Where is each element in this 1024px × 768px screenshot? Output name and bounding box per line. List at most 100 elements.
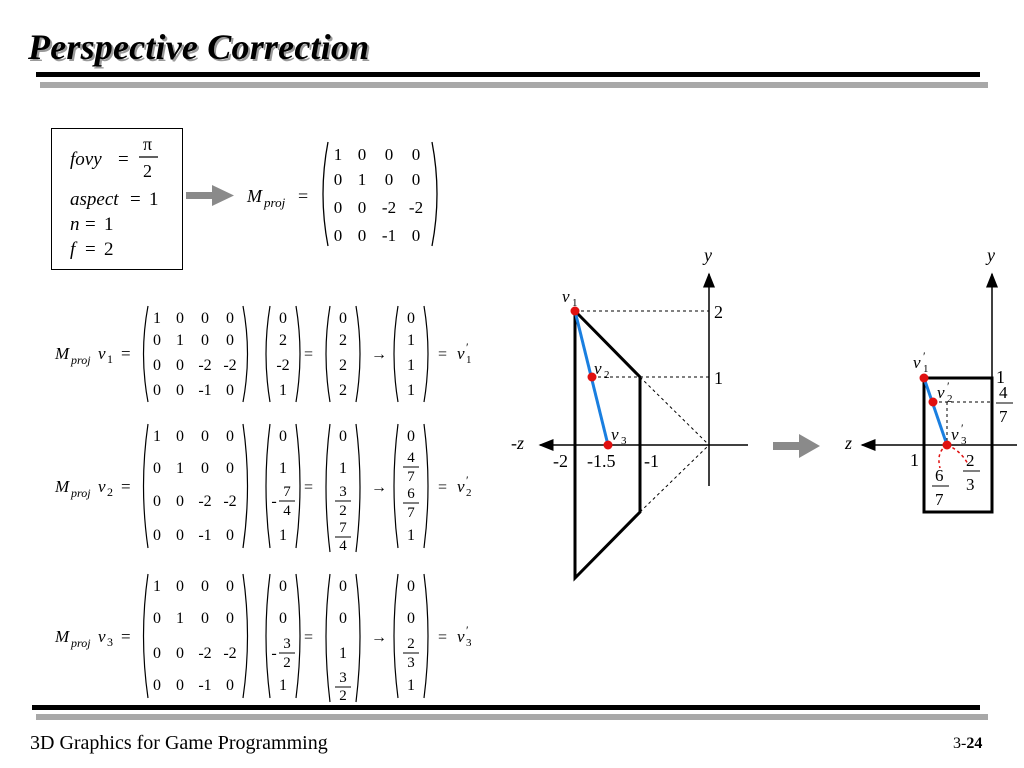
- svg-text:-: -: [271, 493, 276, 510]
- svg-text:0: 0: [407, 428, 415, 445]
- svg-text:′: ′: [466, 340, 469, 354]
- svg-text:0: 0: [279, 310, 287, 327]
- point-v3: [603, 440, 613, 450]
- svg-text:0: 0: [279, 428, 287, 445]
- svg-text:2: 2: [604, 369, 610, 381]
- svg-text:3: 3: [339, 670, 347, 686]
- params-to-mproj-arrow: [186, 185, 234, 206]
- svg-text:0: 0: [226, 310, 234, 327]
- svg-text:-2: -2: [382, 198, 396, 217]
- svg-text:-1.5: -1.5: [587, 451, 616, 471]
- svg-text:→: →: [371, 346, 387, 363]
- svg-text:0: 0: [358, 145, 367, 164]
- svg-text:1: 1: [407, 332, 415, 349]
- ndc-box: [922, 376, 994, 514]
- right-y-label: y: [985, 245, 995, 265]
- svg-text:′: ′: [961, 421, 964, 435]
- svg-text:-1: -1: [198, 382, 211, 399]
- left-z-label: -z: [511, 433, 524, 453]
- svg-text:1: 1: [358, 170, 367, 189]
- svg-text:0: 0: [153, 382, 161, 399]
- svg-text:v: v: [457, 477, 465, 496]
- transform-arrow: [773, 434, 820, 458]
- svg-text:v: v: [937, 383, 945, 402]
- svg-text:v: v: [457, 344, 465, 363]
- svg-text:=: =: [121, 344, 131, 363]
- svg-text:0: 0: [407, 578, 415, 595]
- svg-text:3: 3: [407, 655, 415, 671]
- svg-text:=: =: [304, 346, 313, 363]
- svg-text:3: 3: [466, 637, 472, 649]
- svg-text:2: 2: [339, 503, 347, 519]
- svg-text:-1: -1: [644, 451, 659, 471]
- svg-text:7: 7: [407, 469, 415, 485]
- svg-text:0: 0: [226, 677, 234, 694]
- svg-text:2: 2: [966, 451, 975, 470]
- footer-rule-shadow: [36, 714, 988, 720]
- svg-text:→: →: [371, 629, 387, 646]
- footer-rule: [32, 705, 980, 710]
- point-v1: [570, 306, 580, 316]
- svg-text:3: 3: [966, 475, 975, 494]
- svg-text:0: 0: [176, 382, 184, 399]
- svg-text:0: 0: [201, 310, 209, 327]
- mproj-sub: proj: [263, 195, 286, 210]
- svg-text:1: 1: [176, 460, 184, 477]
- svg-text:0: 0: [412, 170, 421, 189]
- n-val: 1: [104, 214, 114, 235]
- svg-text:0: 0: [279, 610, 287, 627]
- svg-text:1: 1: [153, 578, 161, 595]
- svg-text:2: 2: [407, 636, 415, 652]
- svg-text:proj: proj: [70, 353, 91, 367]
- svg-text:M: M: [54, 627, 70, 646]
- svg-text:6: 6: [407, 486, 415, 502]
- svg-text:′: ′: [466, 473, 469, 487]
- projection-params-box: fovy = π 2 aspect = 1 n = 1 f = 2: [51, 128, 183, 270]
- svg-text:0: 0: [153, 357, 161, 374]
- svg-text:0: 0: [153, 645, 161, 662]
- svg-text:2: 2: [107, 485, 113, 499]
- svg-text:-2: -2: [553, 451, 568, 471]
- svg-text:v: v: [98, 477, 106, 496]
- svg-text:=: =: [304, 629, 313, 646]
- svg-text:0: 0: [339, 578, 347, 595]
- svg-text:2: 2: [279, 332, 287, 349]
- svg-text:0: 0: [176, 428, 184, 445]
- svg-text:v: v: [594, 359, 602, 378]
- title-rule-shadow: [40, 82, 988, 88]
- svg-text:0: 0: [153, 493, 161, 510]
- svg-text:4: 4: [999, 383, 1008, 402]
- svg-text:0: 0: [176, 527, 184, 544]
- svg-text:4: 4: [339, 538, 347, 554]
- svg-text:2: 2: [947, 393, 953, 405]
- svg-text:-1: -1: [382, 226, 396, 245]
- svg-text:0: 0: [385, 145, 394, 164]
- svg-text:1: 1: [279, 382, 287, 399]
- svg-text:=: =: [438, 346, 447, 363]
- aspect-label: aspect: [70, 189, 119, 210]
- svg-text:=: =: [438, 629, 447, 646]
- svg-text:′: ′: [923, 349, 926, 363]
- svg-text:0: 0: [358, 198, 367, 217]
- svg-text:-: -: [271, 645, 276, 662]
- svg-text:2: 2: [339, 688, 347, 704]
- svg-text:→: →: [371, 479, 387, 496]
- slide-title: Perspective Correction: [28, 27, 370, 67]
- svg-text:1: 1: [339, 645, 347, 662]
- svg-text:0: 0: [153, 527, 161, 544]
- ndc-point-v1: [919, 373, 929, 383]
- svg-text:0: 0: [407, 310, 415, 327]
- right-z-label: z: [844, 433, 852, 453]
- svg-text:-2: -2: [198, 645, 211, 662]
- svg-text:0: 0: [334, 226, 343, 245]
- svg-text:7: 7: [999, 407, 1008, 426]
- svg-text:0: 0: [176, 578, 184, 595]
- svg-text:0: 0: [201, 428, 209, 445]
- svg-text:1: 1: [279, 677, 287, 694]
- svg-text:1: 1: [910, 450, 919, 470]
